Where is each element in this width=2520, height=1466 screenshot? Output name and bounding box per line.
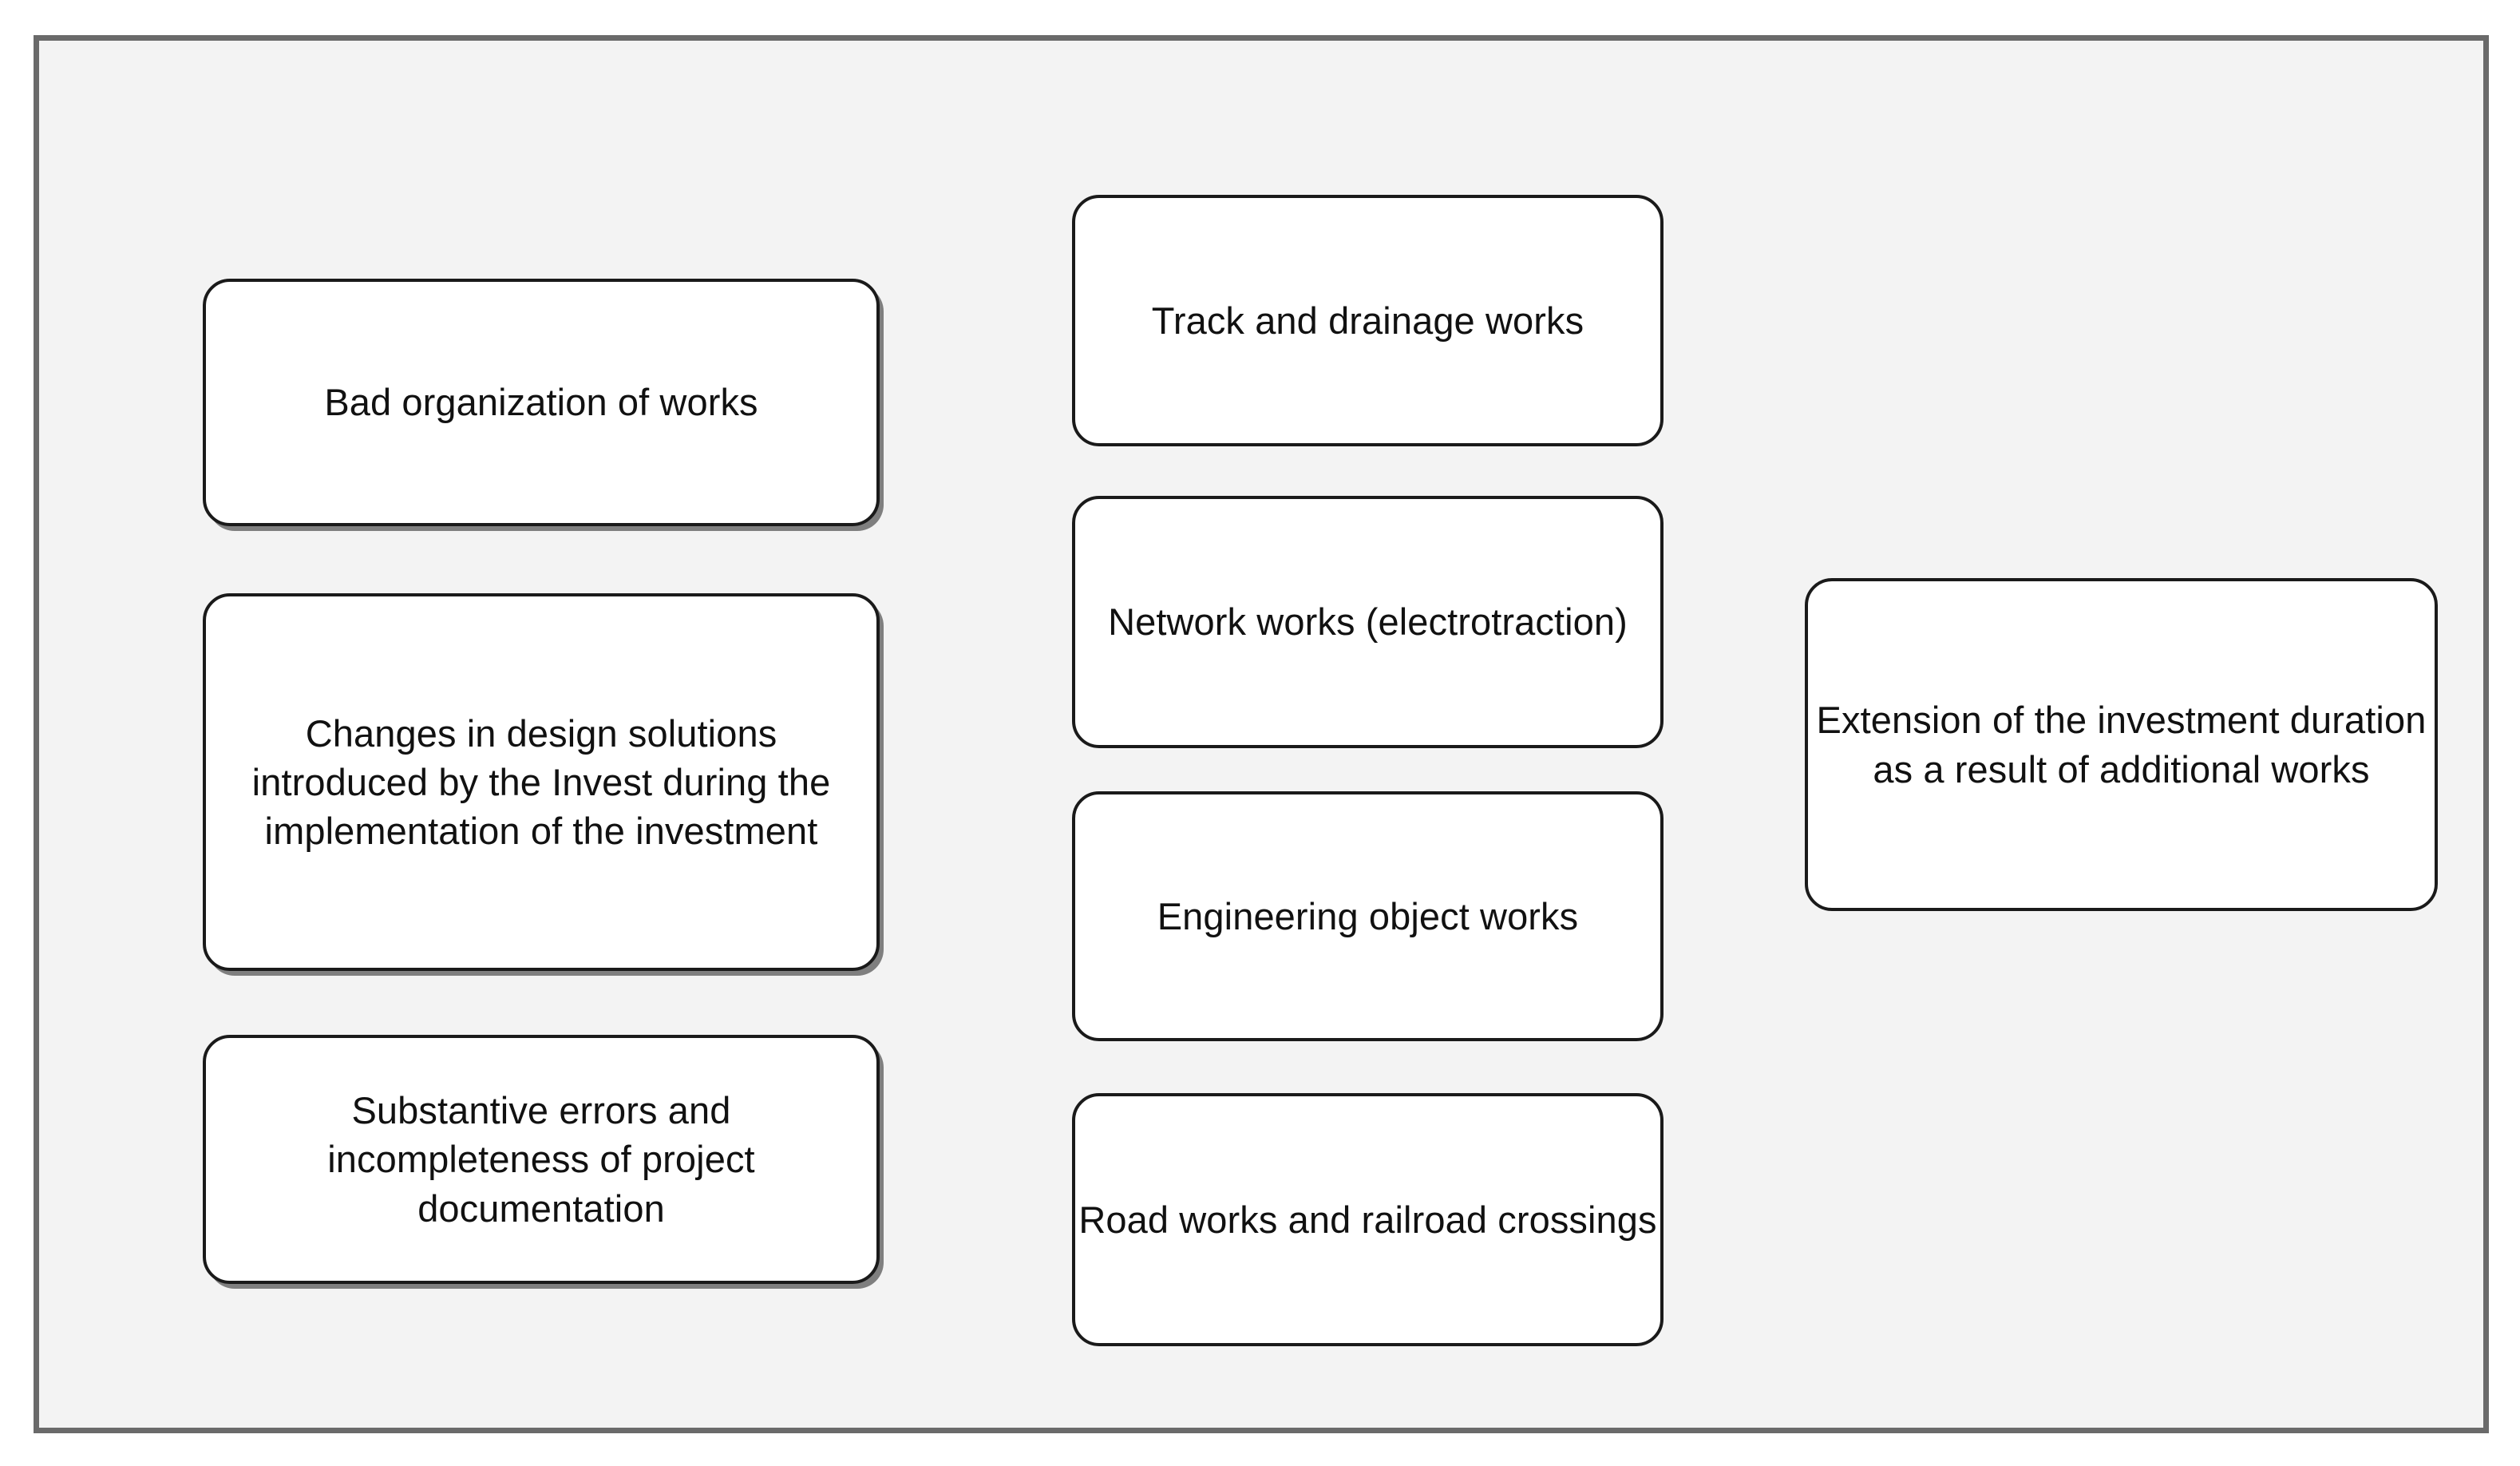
node-network-works-label: Network works (electrotraction) [1108, 600, 1628, 644]
node-bad-organization-label: Bad organization of works [324, 381, 758, 424]
node-track-drainage-works[interactable]: Track and drainage works [1072, 195, 1664, 446]
node-duration-extension[interactable]: Extension of the investment duration as … [1805, 578, 2438, 911]
node-road-works-railroad-crossings[interactable]: Road works and railroad crossings [1072, 1093, 1664, 1346]
node-road-works-railroad-crossings-label: Road works and railroad crossings [1078, 1198, 1657, 1241]
node-engineering-object-works-label: Engineering object works [1157, 894, 1579, 937]
node-documentation-errors[interactable]: Substantive errors and incompleteness of… [203, 1035, 880, 1284]
node-track-drainage-works-label: Track and drainage works [1151, 299, 1584, 342]
node-duration-extension-label: Extension of the investment duration as … [1816, 699, 2427, 790]
node-design-changes[interactable]: Changes in design solutions introduced b… [203, 593, 880, 971]
diagram-frame: Bad organization of works Changes in des… [34, 35, 2489, 1433]
node-documentation-errors-label: Substantive errors and incompleteness of… [327, 1089, 755, 1230]
node-engineering-object-works[interactable]: Engineering object works [1072, 791, 1664, 1041]
node-bad-organization[interactable]: Bad organization of works [203, 279, 880, 526]
node-design-changes-label: Changes in design solutions introduced b… [251, 711, 831, 853]
node-network-works[interactable]: Network works (electrotraction) [1072, 496, 1664, 748]
